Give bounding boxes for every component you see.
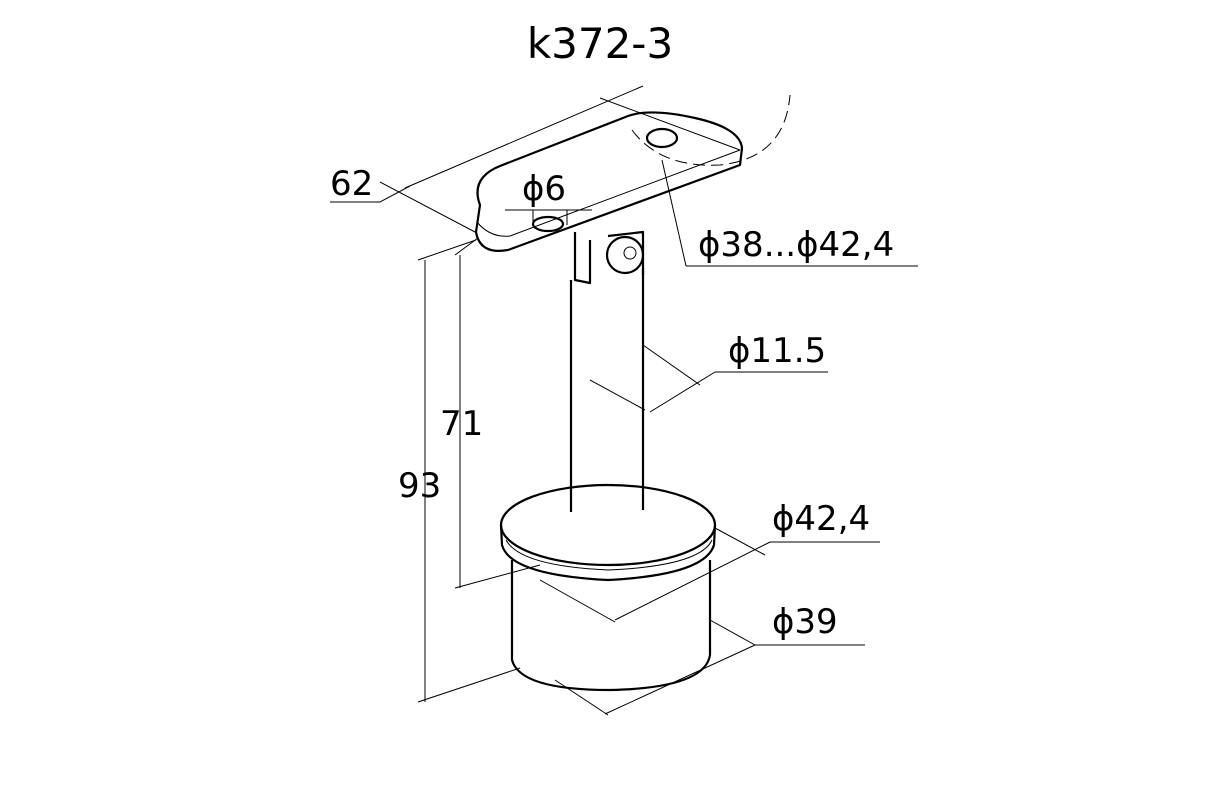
svg-text:62: 62 <box>330 164 373 204</box>
svg-text:ϕ42,4: ϕ42,4 <box>772 499 870 539</box>
svg-text:93: 93 <box>398 466 441 506</box>
svg-text:ϕ39: ϕ39 <box>772 602 838 642</box>
handrail-outline <box>631 94 791 166</box>
dimension-hole-diameter: ϕ6 <box>505 169 592 225</box>
svg-text:71: 71 <box>440 404 483 444</box>
dimension-post-diameter: ϕ11.5 <box>589 331 828 413</box>
dimension-93: 93 <box>398 239 521 703</box>
dimension-base-diameter: ϕ39 <box>554 602 865 716</box>
dimension-71: 71 <box>440 237 541 589</box>
svg-text:ϕ11.5: ϕ11.5 <box>728 331 826 371</box>
svg-text:ϕ38...ϕ42,4: ϕ38...ϕ42,4 <box>698 225 894 265</box>
dimension-rail-diameter: ϕ38...ϕ42,4 <box>661 159 918 267</box>
post-tube <box>569 268 645 512</box>
hinge-joint <box>573 230 645 285</box>
dimension-62: 62 <box>330 85 741 233</box>
svg-text:ϕ6: ϕ6 <box>522 169 566 209</box>
dimension-cap-diameter: ϕ42,4 <box>539 499 880 623</box>
base-cap <box>499 483 717 692</box>
mount-hole <box>645 127 679 149</box>
drawing-title: k372-3 <box>527 19 673 68</box>
screw-hole <box>531 215 565 233</box>
